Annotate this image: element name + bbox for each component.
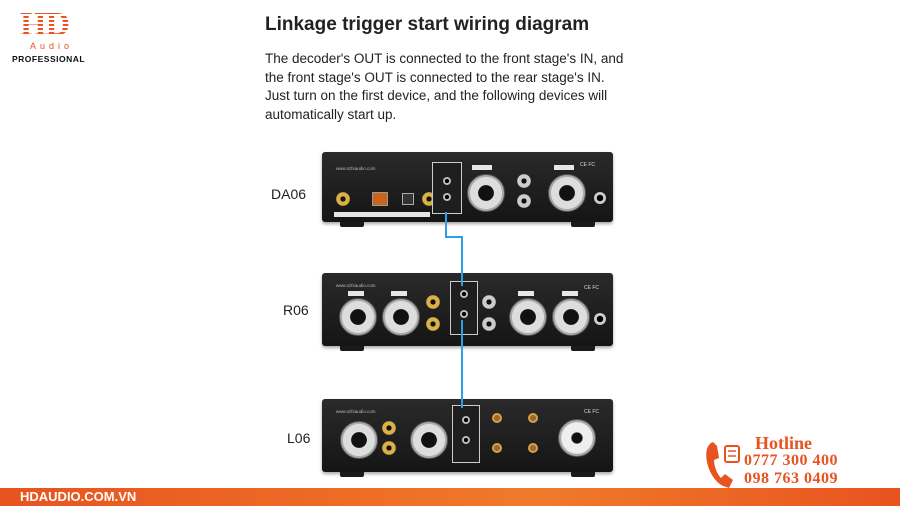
hotline-number[interactable]: 0777 300 400 <box>744 452 838 469</box>
xlr-output-r <box>467 174 505 212</box>
page-title: Linkage trigger start wiring diagram <box>265 14 590 35</box>
rca-output <box>517 174 531 188</box>
hd-audio-logo: HD Audio PROFESSIONAL <box>12 6 108 66</box>
logo-tagline: PROFESSIONAL <box>12 54 86 64</box>
rca-jack <box>336 192 350 206</box>
device-label-da06: DA06 <box>271 186 307 202</box>
device-da06-back-panel: www.szfxaudio.com CE FC <box>322 152 613 227</box>
description-line: automatically start up. <box>265 106 397 122</box>
certification-icons: CE FC <box>584 285 599 291</box>
hotline-number[interactable]: 098 763 0409 <box>744 470 838 487</box>
xlr-input-r <box>340 421 378 459</box>
device-website: www.szfxaudio.com <box>336 166 376 171</box>
trigger-cable <box>461 236 463 286</box>
optical-port <box>402 193 414 205</box>
rca-input <box>426 317 440 331</box>
device-label-r06: R06 <box>283 302 309 318</box>
description-line: The decoder's OUT is connected to the fr… <box>265 51 624 66</box>
footer-website[interactable]: HDAUDIO.COM.VN <box>20 489 137 504</box>
device-l06-back-panel: www.szfxaudio.com CE FC <box>322 399 613 477</box>
phone-icon <box>706 442 740 488</box>
in-label <box>391 291 407 296</box>
trigger-panel <box>450 281 478 335</box>
description: The decoder's OUT is connected to the fr… <box>265 50 685 124</box>
trigger-jack <box>443 177 451 185</box>
trigger-out-jack <box>462 436 470 444</box>
trigger-in-jack <box>462 416 470 424</box>
usb-port <box>372 192 388 206</box>
description-line: the front stage's OUT is connected to th… <box>265 69 605 85</box>
trigger-out-jack <box>460 310 468 318</box>
trigger-panel <box>452 405 480 463</box>
out-label <box>554 165 574 170</box>
speaker-terminal <box>492 413 502 423</box>
rca-input <box>382 441 396 455</box>
hotline-title: Hotline <box>755 433 812 453</box>
device-website: www.szfxaudio.com <box>336 409 376 414</box>
xlr-input-l <box>382 298 420 336</box>
dc-power-jack <box>594 192 606 204</box>
speaker-terminal <box>528 443 538 453</box>
trigger-out-jack <box>443 193 451 201</box>
xlr-output-r <box>509 298 547 336</box>
device-website: www.szfxaudio.com <box>336 283 376 288</box>
input-label-strip <box>334 212 430 217</box>
out-label <box>562 291 578 296</box>
logo-main-text: HD <box>20 6 70 43</box>
rca-input <box>426 295 440 309</box>
dc-power-jack <box>594 313 606 325</box>
speaker-terminal <box>528 413 538 423</box>
trigger-cable <box>445 212 447 237</box>
trigger-cable <box>445 236 462 238</box>
rca-output <box>482 317 496 331</box>
device-label-l06: L06 <box>287 430 311 446</box>
speaker-terminal <box>492 443 502 453</box>
trigger-in-jack <box>460 290 468 298</box>
hotline-box: Hotline 0777 300 400 098 763 0409 <box>697 432 897 492</box>
footer-bar: HDAUDIO.COM.VN <box>0 488 900 506</box>
in-label <box>348 291 364 296</box>
rca-output <box>517 194 531 208</box>
out-label <box>472 165 492 170</box>
trigger-cable <box>461 320 463 408</box>
xlr-output-l <box>548 174 586 212</box>
xlr-output-l <box>552 298 590 336</box>
certification-icons: CE FC <box>580 162 595 168</box>
description-line: Just turn on the first device, and the f… <box>265 88 608 103</box>
rca-output <box>482 295 496 309</box>
out-label <box>518 291 534 296</box>
certification-icons: CE FC <box>584 409 599 415</box>
xlr-input-l <box>410 421 448 459</box>
trigger-panel <box>432 162 462 214</box>
power-connector <box>558 419 596 457</box>
xlr-input-r <box>339 298 377 336</box>
device-r06-back-panel: www.szfxaudio.com CE FC <box>322 273 613 351</box>
logo-sub-text: Audio <box>30 41 74 51</box>
rca-input <box>382 421 396 435</box>
